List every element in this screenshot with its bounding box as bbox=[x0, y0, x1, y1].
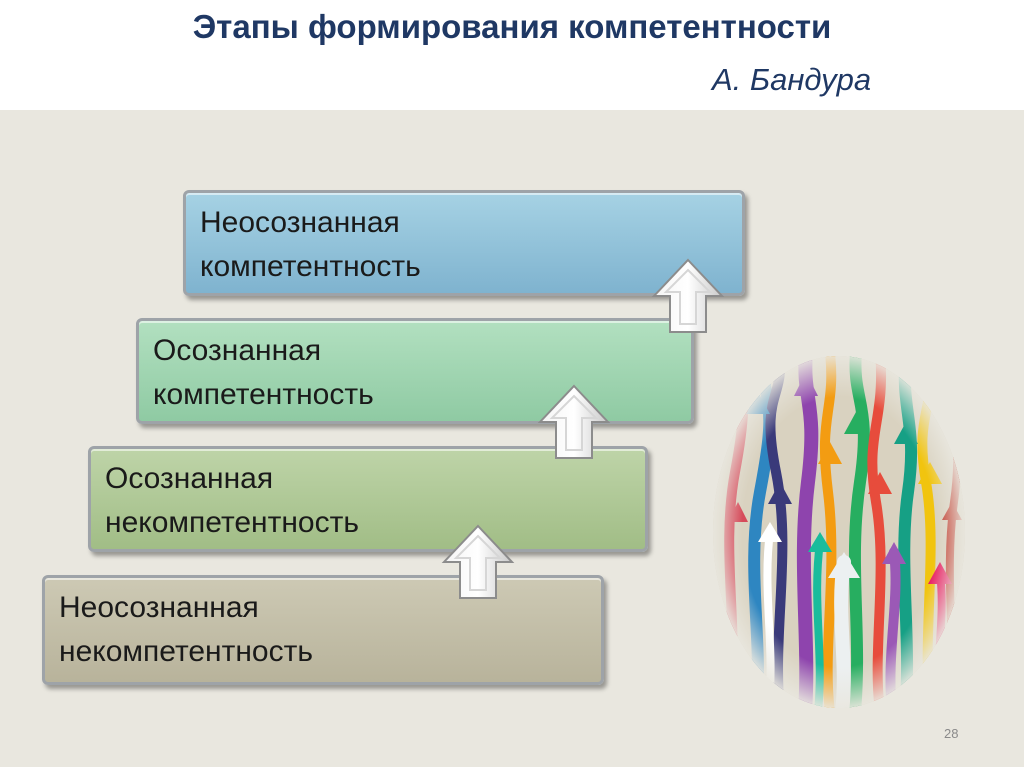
stage-label-line2: некомпетентность bbox=[105, 506, 359, 539]
stage-box-conscious-competence: Осознанная компетентность bbox=[136, 318, 694, 424]
header: Этапы формирования компетентности А. Бан… bbox=[0, 0, 1024, 110]
stage-label-line2: некомпетентность bbox=[59, 635, 313, 668]
page-number: 28 bbox=[944, 726, 959, 741]
stage-label-line1: Неосознанная bbox=[59, 591, 259, 624]
stage-box-conscious-incompetence: Осознанная некомпетентность bbox=[88, 446, 648, 552]
stage-label-line2: компетентность bbox=[200, 250, 421, 283]
up-arrow-icon bbox=[537, 384, 611, 459]
up-arrow-icon bbox=[441, 524, 515, 599]
stage-box-unconscious-competence: Неосознанная компетентность bbox=[183, 190, 745, 296]
stage-label-line1: Осознанная bbox=[105, 462, 274, 495]
stage-label-line2: компетентность bbox=[153, 378, 374, 411]
stage-box-unconscious-incompetence: Неосознанная некомпетентность bbox=[42, 575, 604, 685]
author-name: А. Бандура bbox=[712, 62, 872, 97]
up-arrow-icon bbox=[651, 258, 725, 333]
stage-label-line1: Неосознанная bbox=[200, 206, 400, 239]
page-title: Этапы формирования компетентности bbox=[192, 8, 832, 45]
colorful-arrows-image bbox=[713, 356, 965, 708]
stage-label-line1: Осознанная bbox=[153, 334, 322, 367]
